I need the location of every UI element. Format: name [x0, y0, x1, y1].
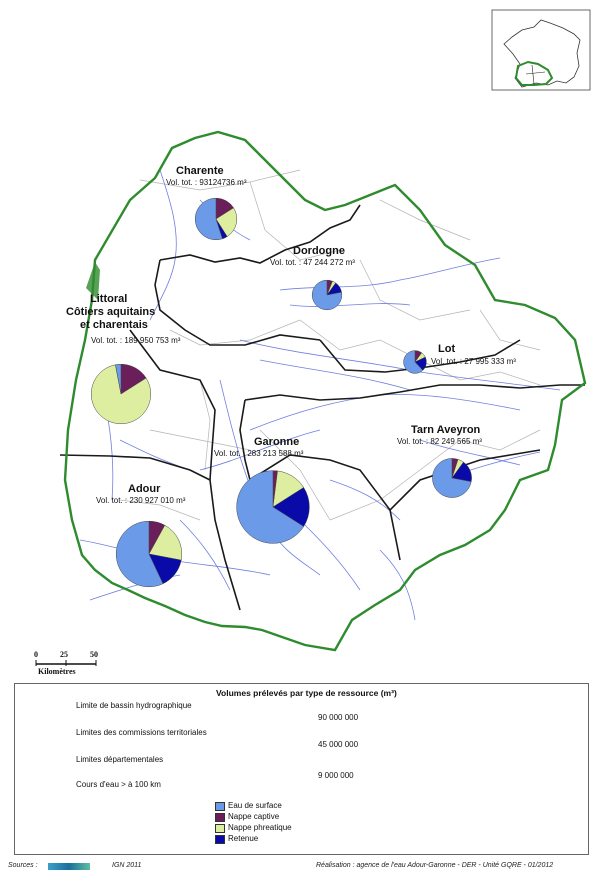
swatch-retenue: [215, 835, 225, 844]
legend-panel: [14, 683, 589, 855]
legend-ref-45m: 45 000 000: [318, 740, 359, 749]
legend-nappe-phreatique: Nappe phreatique: [228, 823, 292, 832]
pie-slice-charente-surface: [194, 197, 223, 241]
basin-volume-littoral: Vol. tot. : 189 950 753 m³: [91, 336, 181, 345]
pie-slice-littoral-phreatique: [90, 364, 152, 424]
legend-retenue: Retenue: [228, 834, 259, 843]
france-inset-map: [491, 9, 591, 91]
pie-slice-adour-surface: [115, 520, 164, 588]
legend-basin-limit-label: Limite de bassin hydrographique: [76, 701, 192, 710]
basin-volume-garonne: Vol. tot. : 283 213 588 m³: [214, 449, 304, 458]
legend-department-limit-label: Limites départementales: [76, 755, 164, 764]
pie-slice-lot-surface: [403, 350, 424, 374]
swatch-nappe-captive: [215, 813, 225, 822]
commission-boundaries: [59, 204, 585, 611]
coastal-lagoon: [86, 262, 100, 300]
pie-slice-tarn-surface: [432, 458, 472, 498]
basin-volume-lot: Vol. tot. : 27 995 333 m³: [431, 357, 516, 366]
legend-commission-limit-label: Limites des commissions territoriales: [76, 728, 207, 737]
basin-volume-adour: Vol. tot. : 230 927 010 m³: [96, 496, 186, 505]
swatch-nappe-phreatique: [215, 824, 225, 833]
scale-tick-25: 25: [60, 650, 68, 659]
department-limits: [119, 169, 541, 521]
pie-slice-garonne-surface: [236, 470, 305, 544]
legend-nappe-captive: Nappe captive: [228, 812, 280, 821]
basin-name-tarn-aveyron: Tarn Aveyron: [411, 424, 481, 436]
legend-ref-9m: 9 000 000: [318, 771, 354, 780]
basin-pie-charts: [90, 197, 472, 588]
basin-volume-dordogne: Vol. tot. : 47 244 272 m³: [270, 258, 355, 267]
legend-eau-de-surface: Eau de surface: [228, 801, 282, 810]
scale-unit: Kilomètres: [38, 667, 76, 676]
legend-ref-90m: 90 000 000: [318, 713, 359, 722]
basin-name-littoral-2: Côtiers aquitains: [66, 306, 156, 318]
pie-slice-charente-phreatique: [215, 207, 238, 237]
pie-slice-dordogne-surface: [311, 279, 343, 311]
basin-volume-tarn-aveyron: Vol. tot. : 82 249 565 m³: [397, 437, 482, 446]
pie-slice-littoral-surface: [115, 363, 122, 395]
basin-name-charente: Charente: [176, 165, 224, 177]
basin-name-littoral-1: Littoral: [90, 293, 128, 305]
scale-bar: [35, 660, 97, 666]
legend-volumes-title: Volumes prélevés par type de ressource (…: [216, 688, 397, 698]
pie-slice-garonne-retenue: [272, 487, 310, 527]
basin-name-adour: Adour: [128, 483, 161, 495]
footer-realisation: Réalisation : agence de l'eau Adour-Garo…: [316, 862, 554, 869]
scale-tick-50: 50: [90, 650, 98, 659]
swatch-eau-de-surface: [215, 802, 225, 811]
basin-name-lot: Lot: [438, 343, 456, 355]
footer-ign: IGN 2011: [112, 862, 142, 869]
basin-name-garonne: Garonne: [254, 436, 300, 448]
footer-sources-logo: [48, 863, 90, 870]
scale-tick-0: 0: [34, 650, 38, 659]
basin-name-littoral-3: et charentais: [80, 319, 148, 331]
legend-river-label: Cours d'eau > à 100 km: [76, 780, 161, 789]
basin-name-dordogne: Dordogne: [293, 245, 345, 257]
basin-volume-charente: Vol. tot. : 93124736 m³: [166, 178, 247, 187]
basin-outline: [63, 130, 587, 652]
footer-sources-label: Sources :: [8, 862, 38, 869]
pie-slice-adour-phreatique: [148, 524, 183, 561]
